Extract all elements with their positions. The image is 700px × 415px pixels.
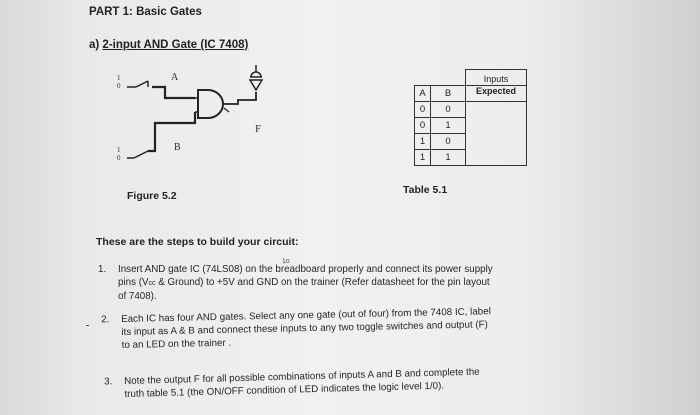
table-row: 1 1 [414, 148, 527, 166]
cell-a: 1 [414, 132, 431, 150]
switch-a-blade [135, 80, 149, 88]
step-number: 1. [98, 264, 107, 275]
step-1: 1. Insert AND gate IC (74LS08) on the br… [98, 263, 548, 303]
step-2: 2. Each IC has four AND gates. Select an… [101, 304, 552, 352]
wire-a [152, 85, 195, 100]
cell-b: 1 [430, 148, 466, 166]
step-line: pins (Vcc & Ground) to +5V and GND on th… [118, 276, 548, 290]
switch-b-zero-mark: 0 [117, 154, 121, 162]
wire-b [148, 112, 197, 153]
figure-caption: Figure 5.2 [127, 190, 177, 202]
step-line: Insert AND gate IC (74LS08) on the bread… [118, 264, 493, 275]
cell-a: 0 [414, 116, 431, 134]
section-title: 2-input AND Gate (IC 7408) [102, 39, 249, 51]
expected-header: Expected [466, 85, 526, 96]
step-number: 2. [101, 314, 110, 326]
section-prefix: a) [89, 39, 103, 51]
step-3: 3. Note the output F for all possible co… [104, 364, 555, 401]
part-heading: PART 1: Basic Gates [89, 6, 202, 18]
table-row: 1 0 [414, 132, 527, 150]
inputs-header: Inputs [483, 74, 509, 85]
truth-table-grid: Inputs Expected A B 0 0 0 1 1 0 [414, 69, 527, 166]
steps-intro: These are the steps to build your circui… [96, 236, 299, 248]
led-symbol [248, 79, 264, 92]
col-a-header: A [414, 84, 431, 102]
switch-b-blade [133, 150, 149, 159]
col-b-header: B [430, 84, 466, 102]
output-wire [223, 92, 257, 105]
truth-table: Inputs Expected A B 0 0 0 1 1 0 [414, 69, 527, 166]
cell-b: 1 [430, 116, 466, 134]
cell-b: 0 [430, 132, 466, 150]
table-row: 0 1 [414, 116, 527, 134]
expected-cell[interactable] [465, 100, 527, 166]
margin-mark [86, 325, 89, 326]
switch-b-one-mark: 1 [117, 146, 121, 154]
vcc-subscript: cc [148, 280, 156, 287]
switch-a-one-mark: 1 [117, 74, 121, 82]
table-caption: Table 5.1 [403, 184, 448, 196]
input-a-label: A [171, 72, 179, 83]
cell-a: 1 [414, 148, 431, 166]
output-f-label: F [255, 123, 262, 135]
expected-header-cell: Inputs Expected [465, 69, 527, 102]
step-line: of 7408). [118, 291, 157, 302]
input-b-label: B [174, 142, 181, 153]
handwritten-note: 1o [281, 257, 291, 266]
step-number: 3. [104, 376, 113, 388]
circuit-schematic [127, 65, 264, 159]
table-row: 0 0 [414, 100, 527, 166]
switch-a-zero-mark: 0 [117, 82, 121, 90]
and-gate-symbol [197, 89, 224, 119]
pins-prefix: pins (V [118, 277, 149, 288]
cell-b: 0 [430, 100, 466, 118]
section-heading: a) 2-input AND Gate (IC 7408) [89, 39, 248, 51]
step-line-rest: & Ground) to +5V and GND on the trainer … [158, 277, 490, 288]
cell-a: 0 [414, 100, 431, 118]
